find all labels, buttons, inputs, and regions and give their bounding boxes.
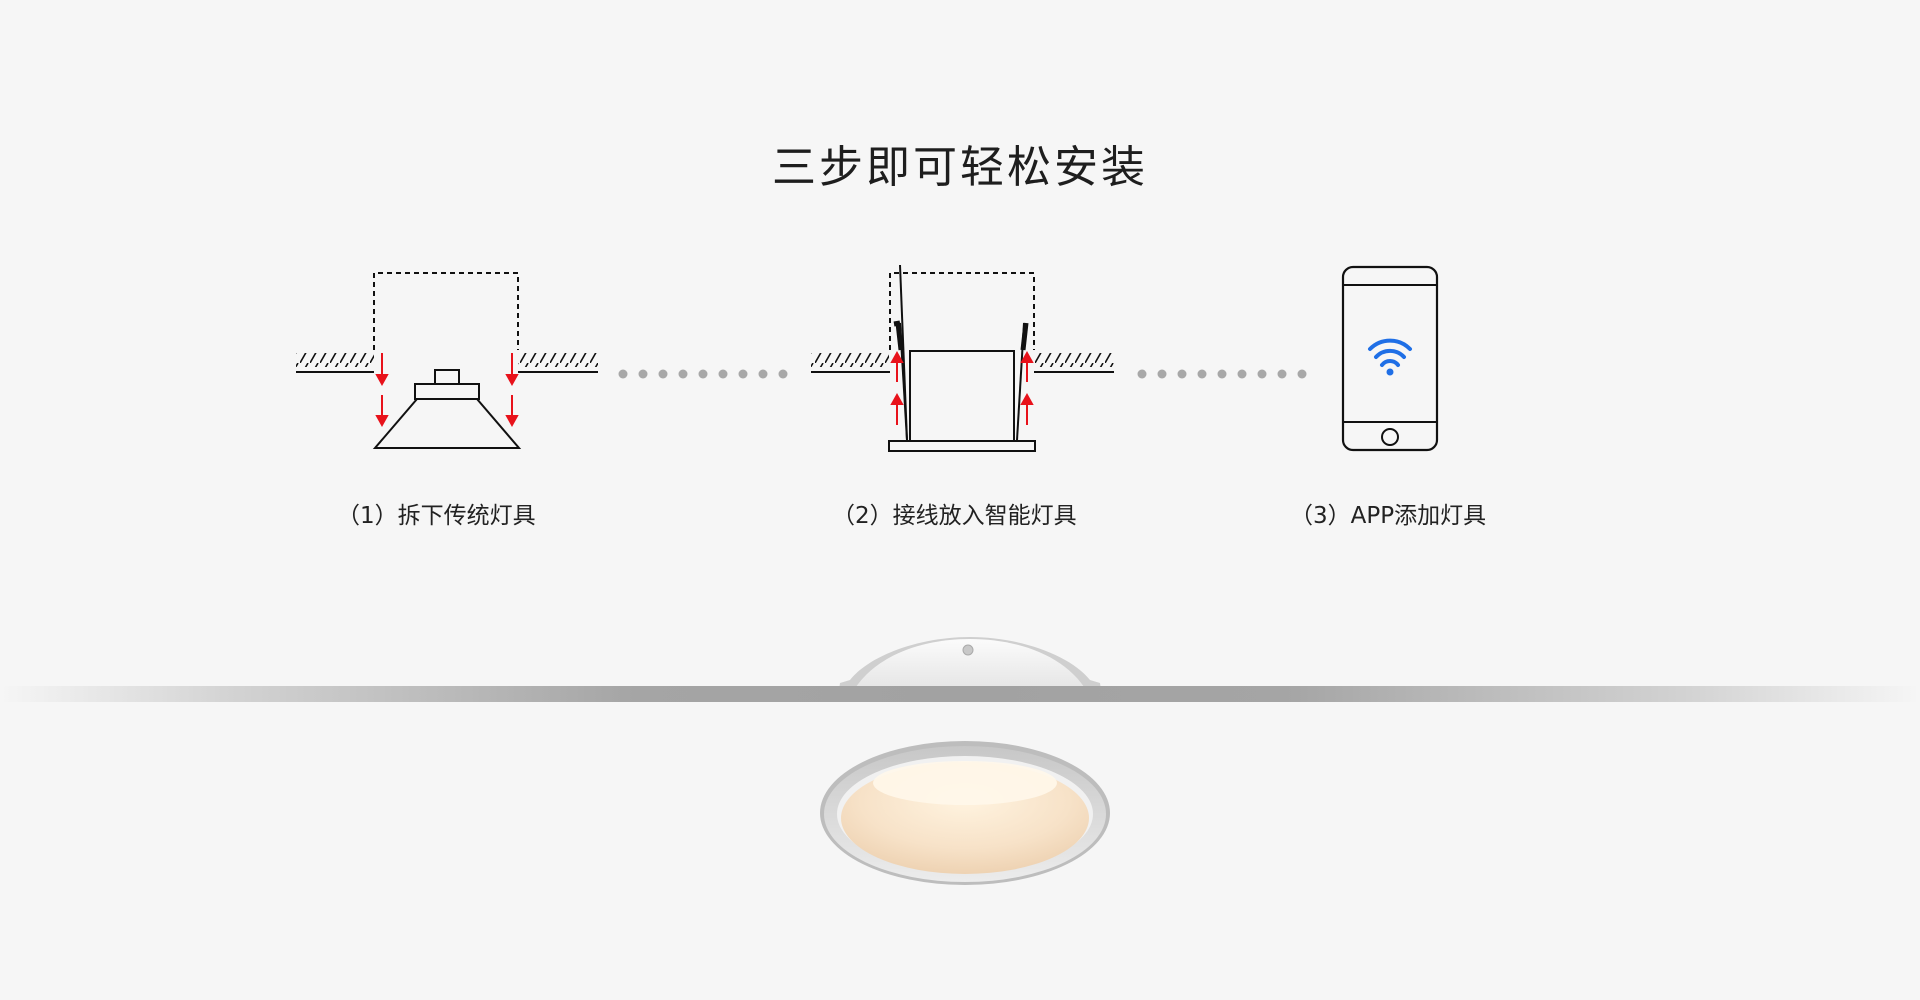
page-title: 三步即可轻松安装 (772, 142, 1148, 194)
downlight-lamp (820, 741, 1110, 885)
ceiling-line (0, 686, 1920, 702)
step-2-label: （2）接线放入智能灯具 (832, 503, 1077, 529)
progress-dots-1 (618, 369, 788, 379)
step-3-label: （3）APP添加灯具 (1290, 503, 1487, 529)
insert-smart-fixture-icon (811, 264, 1114, 452)
progress-dots-2 (1137, 369, 1307, 379)
remove-old-fixture-icon (296, 272, 598, 449)
step-1-label: （1）拆下传统灯具 (337, 503, 536, 529)
phone-wifi-icon (1341, 265, 1439, 452)
lamp-housing (838, 637, 1102, 697)
